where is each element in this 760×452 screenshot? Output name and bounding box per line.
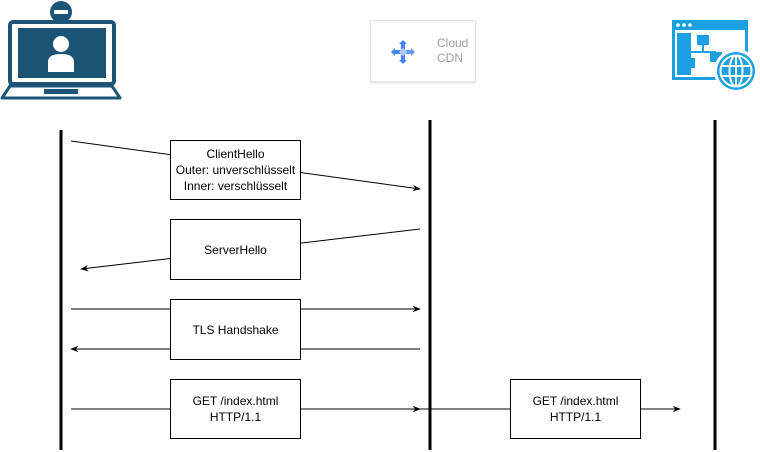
get-index-cdn-protocol-label: HTTP/1.1	[549, 410, 602, 424]
server-hello-box: ServerHello	[170, 219, 301, 280]
cloud-cdn-icon	[391, 40, 415, 64]
get-index-client-protocol-label: HTTP/1.1	[209, 410, 262, 424]
get-index-client-box: GET /index.html HTTP/1.1	[170, 379, 301, 439]
laptop-user-icon	[0, 1, 122, 100]
get-index-cdn-box: GET /index.html HTTP/1.1	[510, 379, 641, 439]
tls-handshake-label: TLS Handshake	[192, 322, 279, 337]
cdn-label-line2: CDN	[437, 51, 463, 65]
client-hello-label: ClientHello	[206, 147, 265, 161]
cdn-label-line1: Cloud	[437, 36, 469, 50]
client-hello-outer-label: Outer: unverschlüsselt	[175, 163, 296, 177]
client-hello-inner-label: Inner: verschlüsselt	[183, 179, 288, 193]
web-server-globe-icon	[672, 20, 758, 93]
server-hello-label: ServerHello	[204, 242, 267, 257]
cloud-cdn-node: Cloud CDN	[370, 20, 476, 82]
get-index-cdn-request-label: GET /index.html	[532, 394, 619, 408]
get-index-client-request-label: GET /index.html	[192, 394, 279, 408]
tls-handshake-box: TLS Handshake	[170, 299, 301, 360]
client-hello-box: ClientHello Outer: unverschlüsselt Inner…	[170, 140, 301, 200]
